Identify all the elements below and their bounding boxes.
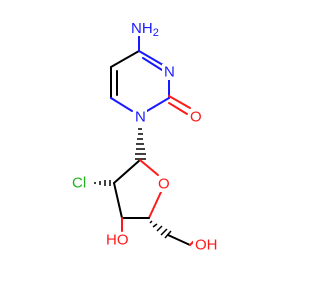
bond-c1prime-c2prime: [113, 159, 141, 184]
bond-c2-o-double: [168, 95, 191, 109]
ring-nitrogen-n1: N: [135, 109, 146, 126]
amino-hydrogen-symbol: H: [142, 20, 153, 37]
ring-oxygen: O: [158, 176, 170, 193]
atom-n3: N: [162, 64, 176, 81]
ring-nitrogen-n3: N: [164, 64, 175, 81]
atom-oh-5: OH: [193, 237, 218, 254]
bond-n1-c1prime-hashed: [135, 123, 146, 160]
hydroxyl-5prime: OH: [195, 237, 218, 254]
carbonyl-oxygen: O: [190, 109, 202, 126]
bond-c4-n3-double-inner: [142, 57, 163, 71]
bond-c6-n1: [110, 97, 133, 112]
amino-nitrogen-symbol: N: [131, 20, 142, 37]
atom-nh2: NH2: [130, 20, 160, 40]
chlorine-substituent: Cl: [72, 175, 86, 192]
atom-cl: Cl: [70, 175, 92, 192]
atom-oh-3: HO: [104, 232, 129, 249]
bond-oring-c4prime: [148, 191, 162, 219]
bond-c2-o-double-inner: [168, 102, 188, 115]
amino-group-label: NH2: [131, 20, 159, 40]
bond-c1prime-oring: [139, 159, 159, 176]
molecule-structure: NH2 N N O Cl O HO OH: [70, 20, 218, 254]
amino-subscript: 2: [153, 27, 159, 39]
bond-c4-c5: [110, 50, 140, 68]
bond-c3prime-c2prime: [113, 182, 123, 219]
bond-c2prime-cl-hashed: [94, 180, 111, 186]
atom-o-ring: O: [156, 176, 170, 193]
bond-c2-n1: [146, 97, 170, 112]
atom-n1: N: [133, 109, 147, 126]
bond-c5prime-o: [167, 234, 191, 246]
atom-o-carbonyl: O: [188, 109, 202, 126]
bond-c4-n3-double: [138, 50, 164, 66]
hydroxyl-3prime: HO: [106, 232, 129, 249]
